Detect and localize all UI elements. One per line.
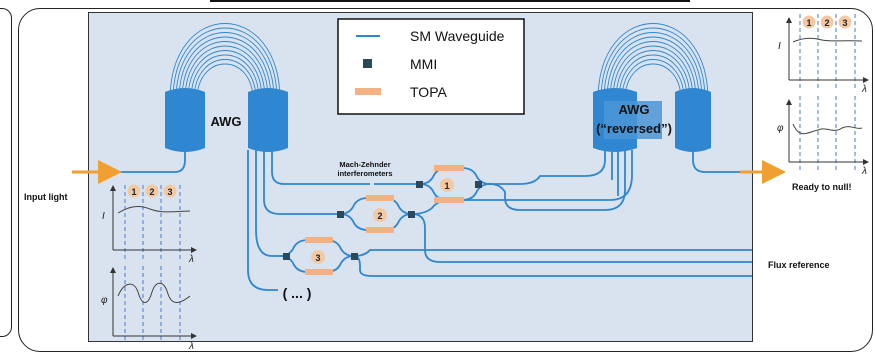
awg-right-body-2	[675, 88, 711, 152]
topa-2-bottom	[366, 227, 394, 233]
right-spectra-markers: 1 2 3	[802, 15, 852, 29]
left-wavelength-axis-label-2: λ	[188, 341, 194, 352]
figure-frame	[18, 8, 873, 352]
right-marker-1: 1	[806, 18, 811, 28]
left-marker-1: 1	[131, 187, 136, 197]
awg-left-label: AWG	[210, 114, 241, 129]
topa-1-bottom	[434, 197, 464, 203]
right-marker-3: 3	[842, 18, 847, 28]
awg-left-arcs	[169, 23, 281, 101]
awg-left-body-1	[165, 88, 205, 152]
mmi-3-out	[351, 253, 358, 260]
topa-3-bottom	[305, 269, 333, 275]
left-phase-axis-label: φ	[101, 295, 108, 306]
left-marker-3: 3	[167, 187, 172, 197]
right-marker-2: 2	[824, 18, 829, 28]
topa-2-top	[366, 195, 394, 201]
input-light-label: Input light	[24, 192, 67, 202]
mmi-blocks	[283, 181, 482, 260]
mmi-1-in	[416, 181, 423, 188]
mzi-label-line1: Mach-Zehnder	[339, 160, 390, 169]
right-wavelength-axis-label-2: λ	[861, 166, 867, 177]
mmi-1-out	[475, 181, 482, 188]
mzi-marker-1: 1	[444, 181, 449, 191]
right-spectra	[786, 14, 869, 170]
awg-right-label-line1: AWG	[618, 102, 649, 117]
ellipsis-label: ( ... )	[283, 285, 312, 301]
right-phase-axis-label: φ	[777, 123, 784, 134]
left-wavelength-axis-label-1: λ	[188, 254, 194, 265]
mmi-2-out	[408, 211, 415, 218]
left-spectra-markers: 1 2 3	[127, 184, 177, 198]
mmi-2-in	[337, 211, 344, 218]
legend-topa-swatch	[355, 88, 381, 95]
topa-pads	[305, 165, 464, 275]
topa-1-top	[434, 165, 464, 171]
legend-mmi-swatch	[363, 59, 372, 68]
mzi-marker-3: 3	[315, 253, 320, 263]
left-spectra	[110, 185, 197, 340]
mzi-label-line2: interferometers	[337, 169, 392, 178]
legend-mmi-label: MMI	[410, 56, 437, 72]
mzi-marker-2: 2	[377, 211, 382, 221]
topa-3-top	[305, 237, 333, 243]
awg-left-body-2	[248, 88, 288, 152]
ready-label: Ready to null!	[792, 182, 852, 192]
right-wavelength-axis-label-1: λ	[861, 84, 867, 95]
awg-right-label-line2: (“reversed”)	[596, 121, 672, 136]
flux-reference-label: Flux reference	[768, 260, 830, 270]
legend-topa-label: TOPA	[410, 84, 447, 100]
awg-right-label-backdrop	[604, 101, 662, 139]
mmi-3-in	[283, 253, 290, 260]
legend-waveguide-label: SM Waveguide	[410, 28, 505, 44]
awg-right-arcs	[597, 23, 709, 101]
left-marker-2: 2	[149, 187, 154, 197]
left-intensity-axis-label: I	[102, 211, 105, 222]
top-rule	[210, 0, 690, 2]
mzi-markers: 1 2 3	[311, 178, 454, 264]
right-intensity-axis-label: I	[778, 41, 781, 52]
